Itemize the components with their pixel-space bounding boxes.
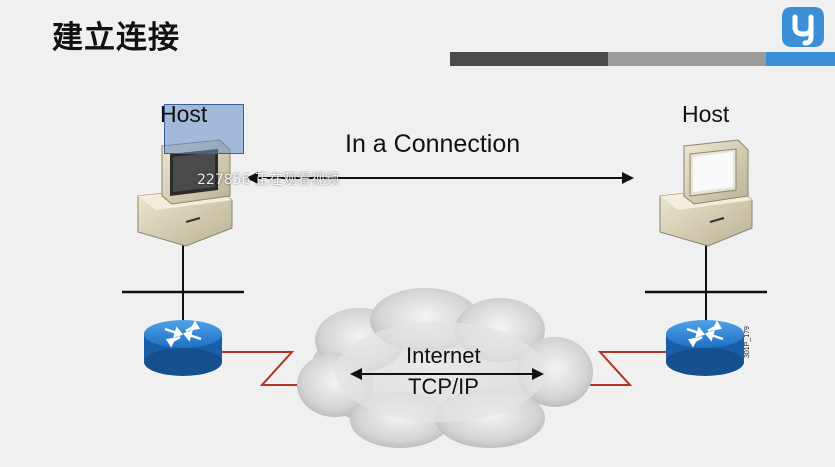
header-bar-blue bbox=[766, 52, 835, 66]
serial-link-left bbox=[222, 351, 310, 386]
figure-code: 301P_179 bbox=[744, 326, 751, 358]
brand-logo-icon bbox=[782, 7, 824, 47]
right-router-icon bbox=[666, 320, 744, 376]
header-bar-dark bbox=[450, 52, 608, 66]
internet-cloud-icon bbox=[297, 288, 593, 448]
right-host-label: Host bbox=[682, 101, 730, 127]
left-host-label: Host bbox=[160, 101, 208, 127]
connection-arrow bbox=[246, 172, 634, 184]
left-router-icon bbox=[144, 320, 222, 376]
tcpip-arrow bbox=[350, 368, 544, 380]
serial-link-right bbox=[585, 351, 666, 386]
left-host-computer-icon bbox=[137, 139, 233, 247]
header-bar-gray bbox=[608, 52, 766, 66]
internet-label: Internet bbox=[406, 343, 481, 368]
selection-overlay bbox=[164, 104, 244, 154]
slide-title: 建立连接 bbox=[52, 20, 180, 56]
viewer-watermark: 227856 正在观看视频 bbox=[197, 172, 339, 188]
tcpip-label: TCP/IP bbox=[408, 374, 479, 399]
connection-label: In a Connection bbox=[345, 130, 521, 158]
right-host-computer-icon bbox=[659, 139, 753, 247]
